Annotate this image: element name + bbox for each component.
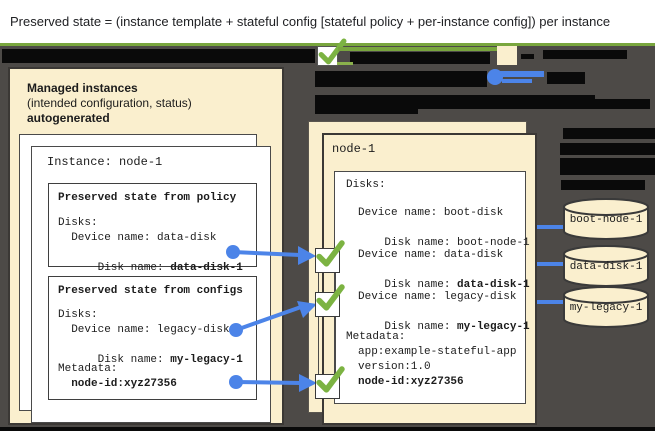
configs-disk-line: Disk name: my-legacy-1 — [58, 338, 243, 383]
checkbox-rail — [335, 250, 336, 390]
checkmark-icon — [316, 240, 345, 267]
legend-checkbox — [317, 38, 347, 66]
redacted-bar — [418, 99, 650, 109]
vm-panel-title: node-1 — [332, 142, 376, 156]
redacted-bar — [563, 128, 655, 139]
checkmark-icon — [316, 366, 345, 393]
configs-state-box — [48, 276, 257, 400]
vm-disks-label: Disks: — [346, 179, 386, 191]
vm-boot-disk-line: Disk name: boot-node-1 — [358, 221, 530, 266]
vm-boot-disk-label: Disk name: — [384, 237, 458, 249]
page-title: Preserved state = (instance template + s… — [10, 14, 611, 29]
blue-arrow-node-id — [229, 374, 317, 392]
checkbox-rail — [318, 250, 319, 390]
arrowhead-icon — [297, 301, 317, 318]
policy-disks-label: Disks: — [58, 217, 98, 229]
disk-cylinder-boot: boot-node-1 — [560, 197, 652, 241]
arrowhead-icon — [299, 374, 317, 392]
disk-label: data-disk-1 — [569, 261, 643, 273]
disk-connector — [537, 262, 565, 266]
title-bar: Preserved state = (instance template + s… — [0, 0, 655, 43]
vm-data-disk-label: Disk name: — [384, 279, 458, 291]
configs-disk-value: my-legacy-1 — [170, 354, 243, 366]
panel-heading-line3: autogenerated — [27, 111, 110, 125]
configs-box-title: Preserved state from configs — [58, 285, 243, 297]
vm-legacy-device: Device name: legacy-disk — [358, 291, 517, 303]
disk-label: my-legacy-1 — [569, 302, 643, 314]
panel-heading-bold: Managed instances — [27, 81, 138, 95]
green-rule — [0, 43, 655, 46]
disk-cylinder-data: data-disk-1 — [560, 244, 652, 288]
vm-data-device: Device name: data-disk — [358, 249, 504, 261]
vm-legacy-disk-line: Disk name: my-legacy-1 — [358, 305, 530, 350]
disk-icon — [563, 245, 649, 287]
policy-disk-line: Disk name: data-disk-1 — [58, 246, 243, 291]
vm-metadata-label: Metadata: — [346, 331, 406, 343]
vm-detail-box — [334, 171, 526, 404]
policy-state-box — [48, 183, 257, 267]
preserved-check-legacy-disk — [315, 284, 345, 317]
redacted-bar — [350, 52, 490, 64]
configs-disks-label: Disks: — [58, 309, 98, 321]
redacted-bar — [521, 54, 534, 59]
vm-legacy-disk-value: my-legacy-1 — [457, 321, 530, 333]
redacted-bar — [560, 158, 655, 175]
vm-metadata-version: version:1.0 — [358, 361, 431, 373]
policy-device-line: Device name: data-disk — [58, 232, 217, 244]
disk-label: boot-node-1 — [569, 214, 643, 226]
redacted-bar — [315, 109, 418, 114]
disk-icon — [563, 286, 649, 328]
legend-green-dash — [337, 62, 353, 65]
vm-boot-disk-value: boot-node-1 — [457, 237, 530, 249]
disk-icon — [563, 198, 649, 240]
redacted-bar — [543, 50, 627, 59]
legend-cream-swatch — [497, 46, 517, 65]
policy-box-title: Preserved state from policy — [58, 192, 237, 204]
arrowhead-icon — [298, 246, 316, 265]
vm-data-disk-line: Disk name: data-disk-1 — [358, 263, 530, 308]
blue-arrow-legacy-disk — [229, 301, 317, 337]
redacted-bar — [560, 143, 655, 155]
checkmark-icon — [316, 284, 345, 311]
configs-disk-label: Disk name: — [84, 354, 171, 366]
legend-blue-connector-icon — [487, 69, 544, 85]
blue-arrow-data-disk — [226, 245, 316, 265]
preserved-check-data-disk — [315, 240, 345, 273]
vm-boot-device: Device name: boot-disk — [358, 207, 504, 219]
vm-legacy-disk-label: Disk name: — [384, 321, 458, 333]
configs-metadata-value: node-id:xyz27356 — [58, 378, 177, 390]
redacted-bar — [561, 180, 645, 190]
disk-cylinder-legacy: my-legacy-1 — [560, 285, 652, 329]
redacted-bar — [547, 72, 585, 84]
disk-connector — [537, 225, 565, 229]
policy-disk-label: Disk name: — [84, 262, 171, 274]
configs-device-line: Device name: legacy-disk — [58, 324, 230, 336]
configs-metadata-label: Metadata: — [58, 363, 118, 375]
legend-green-line — [338, 47, 497, 51]
instance-card-title: Instance: node-1 — [47, 155, 163, 169]
policy-disk-value: data-disk-1 — [170, 262, 243, 274]
vm-metadata-node-id: node-id:xyz27356 — [358, 376, 464, 388]
redacted-bar — [2, 49, 315, 63]
redacted-bar — [0, 427, 655, 431]
vm-data-disk-value: data-disk-1 — [457, 279, 530, 291]
redacted-bar — [315, 71, 487, 87]
disk-connector — [537, 300, 565, 304]
panel-heading-line2: (intended configuration, status) — [27, 96, 192, 110]
preserved-check-node-id — [315, 366, 345, 399]
vm-metadata-app: app:example-stateful-app — [358, 346, 517, 358]
